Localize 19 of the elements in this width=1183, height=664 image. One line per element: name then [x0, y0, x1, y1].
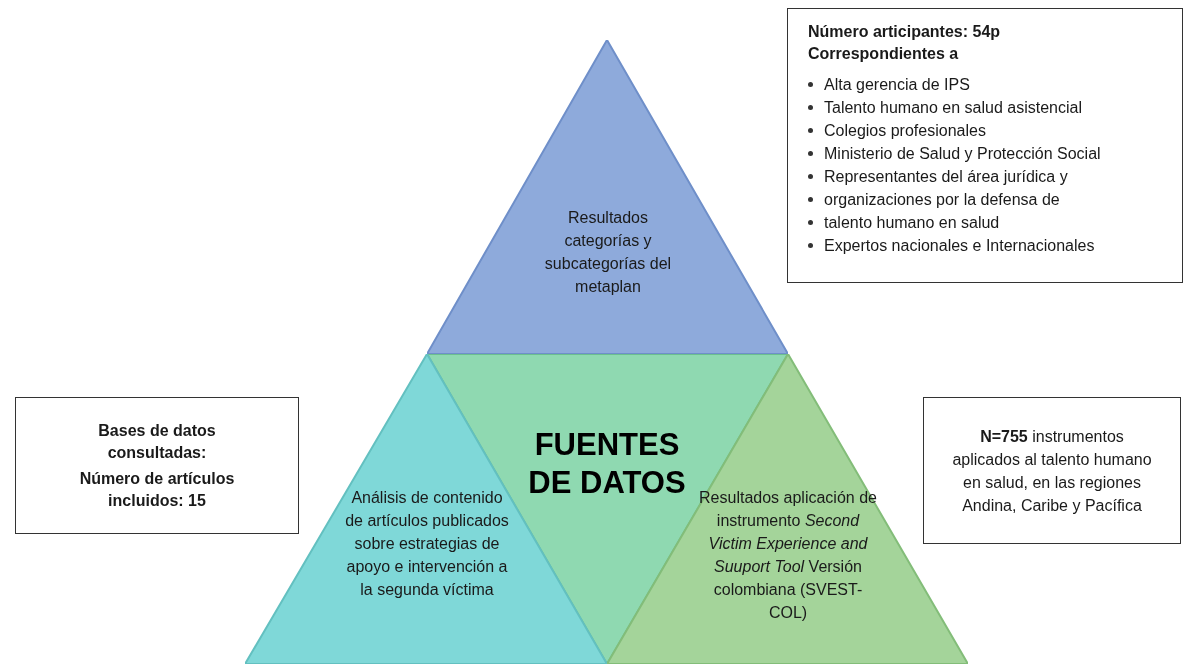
triangle-label: Análisis de contenido de artículos publicados sobre estrategias de apoyo e intervención a la segunda víctima — [344, 488, 510, 600]
center-title: FUENTES DE DATOS — [527, 426, 687, 502]
list-item: Talento humano en salud asistencial — [824, 98, 1082, 118]
box-heading: Número articipantes: 54p Correspondientes a — [808, 22, 1002, 64]
box-text: Número de artículos incluidos: 15 — [78, 468, 236, 511]
list-item: Colegios profesionales — [824, 121, 986, 141]
list-item: Representantes del área jurídica y — [824, 167, 1068, 187]
list-item: Ministerio de Salud y Protección Social — [824, 144, 1101, 164]
list-item: talento humano en salud — [824, 213, 1000, 233]
list-item: Alta gerencia de IPS — [824, 75, 970, 95]
list-item: organizaciones por la defensa de — [824, 190, 1060, 210]
triangle-label: Resultados categorías y subcategorías del metaplan — [543, 208, 673, 297]
triangle-label: Resultados aplicación de instrumento Second Victim Experience and Suuport Tool Versión colombiana (SVEST-COL) — [698, 488, 878, 623]
box-text: N=755 instrumentos aplicados al talento humano en salud, en las regiones Andina, Caribe y Pacífica — [951, 426, 1153, 516]
text-box — [15, 397, 299, 534]
text-box — [923, 397, 1181, 544]
text-box — [787, 8, 1183, 283]
list-item: Expertos nacionales e Internacionales — [824, 236, 1095, 256]
box-text: Bases de datos consultadas: — [97, 420, 217, 463]
